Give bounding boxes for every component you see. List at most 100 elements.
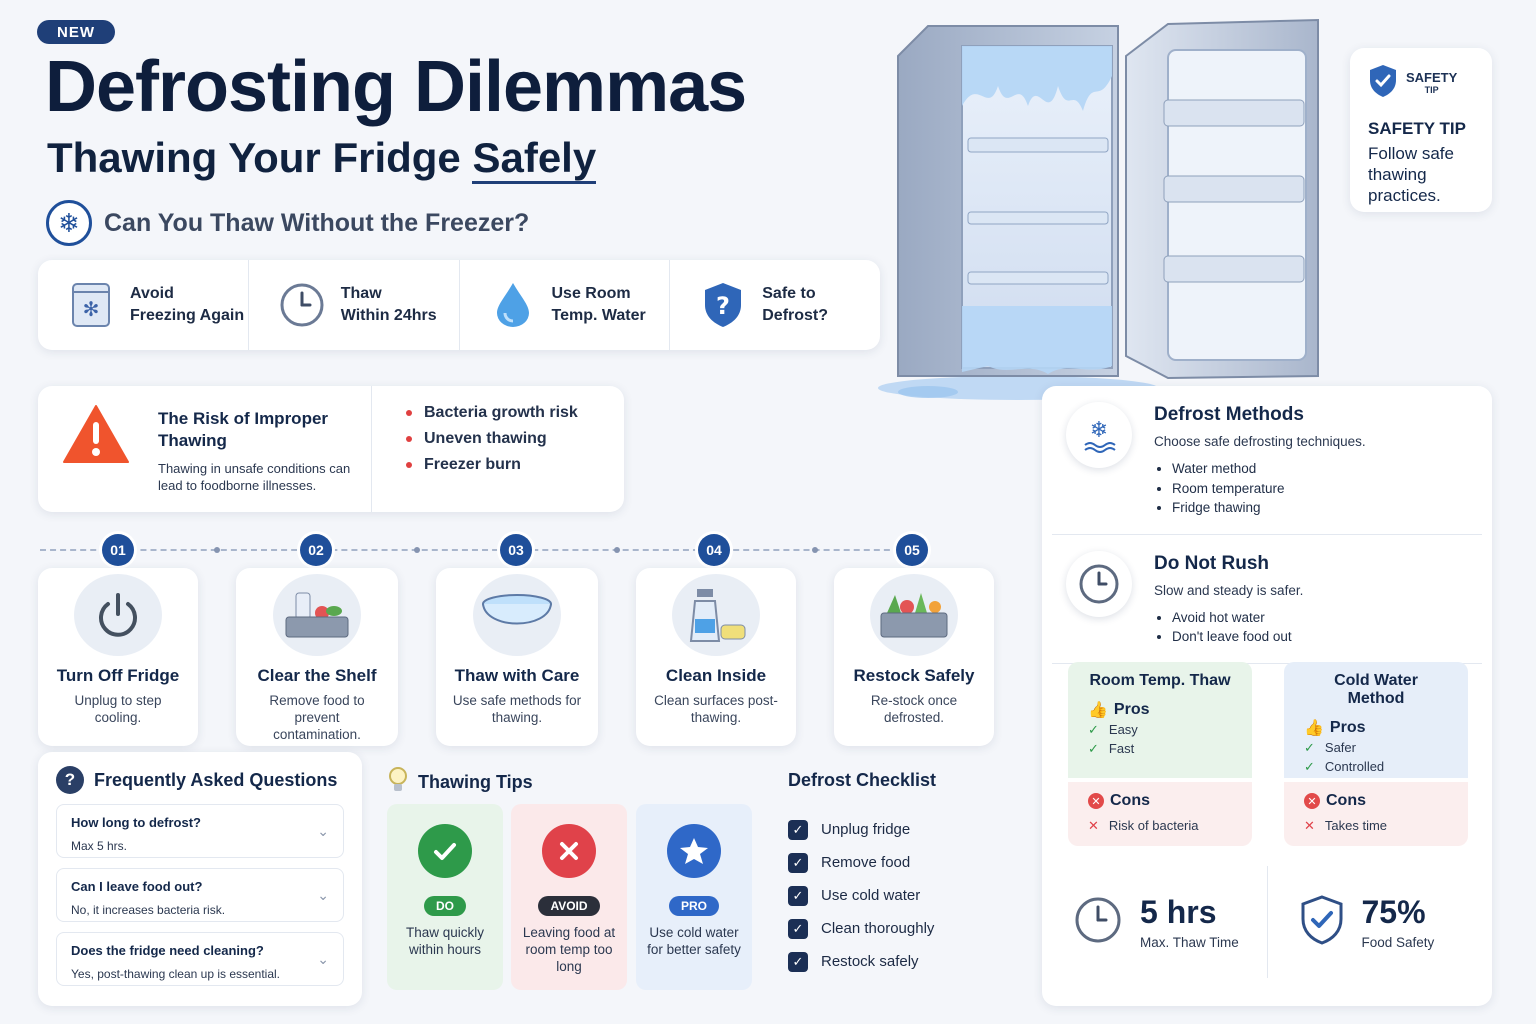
fact-label: Use Room Temp. Water <box>551 285 646 324</box>
step-number: 04 <box>698 534 730 566</box>
checkbox-checked-icon[interactable]: ✓ <box>788 918 808 939</box>
pros-heading: 👍Pros <box>1304 718 1448 738</box>
tips-header: Thawing Tips <box>388 766 533 799</box>
checkbox-checked-icon[interactable]: ✓ <box>788 819 808 840</box>
faq-question: Does the fridge need cleaning? <box>71 943 264 958</box>
step-title: Restock Safely <box>853 666 975 685</box>
chevron-down-icon[interactable]: ⌄ <box>317 887 329 903</box>
cons-heading: ✕Cons <box>1088 792 1232 810</box>
pros-item: ✓Controlled <box>1304 757 1448 776</box>
checkbox-checked-icon[interactable]: ✓ <box>788 885 808 906</box>
method-title: Do Not Rush <box>1154 552 1270 574</box>
stat-label: Food Safety <box>1361 935 1435 950</box>
svg-text:✻: ✻ <box>83 297 100 321</box>
checkbox-checked-icon[interactable]: ✓ <box>788 852 808 873</box>
faq-answer: Yes, post-thawing clean up is essential. <box>71 967 281 981</box>
check-icon: ✓ <box>1304 759 1315 774</box>
connector-dot <box>812 547 818 553</box>
svg-text:?: ? <box>716 292 730 320</box>
safety-tip-body: Follow safe thawing practices. <box>1368 144 1454 205</box>
method-list: Water method Room temperature Fridge tha… <box>1154 459 1366 518</box>
step-card: Clean Inside Clean surfaces post-thawing… <box>636 568 796 746</box>
stat-food-safety: 75% Food Safety <box>1268 866 1493 978</box>
faq-answer: Max 5 hrs. <box>71 839 128 853</box>
step-description: Clean surfaces post-thawing. <box>654 693 778 725</box>
stat-value: 75% <box>1361 894 1426 930</box>
chevron-down-icon[interactable]: ⌄ <box>317 823 329 839</box>
faq-item[interactable]: Does the fridge need cleaning? Yes, post… <box>56 932 344 986</box>
safety-tip-header: SAFETY TIP <box>1368 64 1474 103</box>
pros-item: ✓Easy <box>1088 720 1232 739</box>
warning-icon <box>62 404 130 502</box>
method-item: Room temperature <box>1172 479 1366 499</box>
risk-list: Bacteria growth risk Uneven thawing Free… <box>372 386 578 512</box>
step-card: Clear the Shelf Remove food to prevent c… <box>236 568 398 746</box>
question-mark-icon: ? <box>56 766 84 794</box>
question-row: ❄ Can You Thaw Without the Freezer? <box>46 200 529 246</box>
subtitle-text: Thawing Your Fridge <box>47 134 473 181</box>
checklist-item[interactable]: ✓ Remove food <box>788 846 934 879</box>
checklist-item[interactable]: ✓Use cold water <box>788 879 934 912</box>
fridge-illustration <box>868 16 1328 416</box>
checklist-label: Unplug fridge <box>821 821 911 838</box>
compare-cold-water: Cold Water Method 👍Pros ✓ Safer ✓Controll… <box>1284 662 1468 846</box>
tip-text: Leaving food at room temp too long <box>522 925 616 974</box>
faq-item[interactable]: Can I leave food out? No, it increases b… <box>56 868 344 922</box>
tip-tag: AVOID <box>538 896 600 916</box>
subtitle-underlined-word: Safely <box>472 134 597 184</box>
lightbulb-icon <box>388 766 408 799</box>
checklist: ✓ Unplug fridge ✓ Remove food ✓Use cold wa… <box>788 813 934 978</box>
tip-text: Use cold water for better safety <box>647 925 741 957</box>
step-number: 03 <box>500 534 532 566</box>
connector-dot <box>214 547 220 553</box>
faq-item[interactable]: How long to defrost? Max 5 hrs. ⌄ <box>56 804 344 858</box>
compare-title: Cold Water Method <box>1334 672 1418 707</box>
step-title: Clear the Shelf <box>257 666 377 685</box>
tip-tag: PRO <box>668 896 719 916</box>
fact-item: Thaw Within 24hrs <box>249 260 460 350</box>
tip-tag: DO <box>424 896 466 916</box>
stat-label: Max. Thaw Time <box>1140 935 1239 950</box>
pros-item-label: Safer <box>1324 740 1356 755</box>
fact-label: Safe to Defrost? <box>762 285 829 324</box>
checklist-item[interactable]: ✓ Clean thoroughly <box>788 912 934 945</box>
method-block: Do Not Rush Slow and steady is safer. Av… <box>1042 535 1492 663</box>
thumbs-up-icon: 👍 <box>1088 702 1108 719</box>
checklist-label: Remove food <box>821 854 911 871</box>
spray-bottle-icon <box>672 574 760 656</box>
tips-title: Thawing Tips <box>418 772 533 792</box>
checklist-item[interactable]: ✓ Unplug fridge <box>788 813 934 846</box>
checklist-item[interactable]: ✓Restock safely <box>788 945 934 978</box>
check-icon: ✓ <box>1088 722 1099 737</box>
compare-pros-panel: Room Temp. Thaw 👍Pros ✓Easy ✓Fast <box>1068 662 1252 778</box>
x-circle-icon: ✕ <box>1304 793 1320 809</box>
step-title: Turn Off Fridge <box>56 666 180 685</box>
shield-question-icon: ? <box>700 282 746 328</box>
water-bowl-icon <box>473 574 561 656</box>
faq-answer: No, it increases bacteria risk. <box>71 903 226 917</box>
pros-item-label: Fast <box>1108 741 1135 756</box>
safety-tip-title: SAFETY TIP <box>1368 119 1466 138</box>
step-description: Unplug to step cooling. <box>74 693 162 725</box>
safety-badge-line2: TIP <box>1424 84 1439 95</box>
cons-item-label: Risk of bacteria <box>1108 818 1199 833</box>
method-list: Avoid hot water Don't leave food out <box>1154 608 1303 647</box>
question-text: Can You Thaw Without the Freezer? <box>104 208 530 237</box>
risk-summary: The Risk of Improper Thawing Thawing in … <box>38 386 372 512</box>
x-icon: ✕ <box>1304 818 1315 833</box>
new-badge: NEW <box>37 20 115 44</box>
checkbox-checked-icon[interactable]: ✓ <box>788 951 808 972</box>
star-icon <box>667 824 721 878</box>
risk-item: Bacteria growth risk <box>406 404 578 422</box>
step-number: 05 <box>896 534 928 566</box>
step-title: Clean Inside <box>665 666 767 685</box>
step-number: 02 <box>300 534 332 566</box>
thumbs-up-icon: 👍 <box>1304 720 1324 737</box>
pros-label: Pros <box>1113 701 1150 718</box>
cons-item-label: Takes time <box>1324 818 1388 833</box>
checklist-label: Clean thoroughly <box>821 920 935 937</box>
cons-label: Cons <box>1110 792 1150 809</box>
chevron-down-icon[interactable]: ⌄ <box>317 951 329 967</box>
page-subtitle: Thawing Your Fridge Safely <box>47 134 597 184</box>
snowflake-icon: ❄ <box>46 200 92 246</box>
